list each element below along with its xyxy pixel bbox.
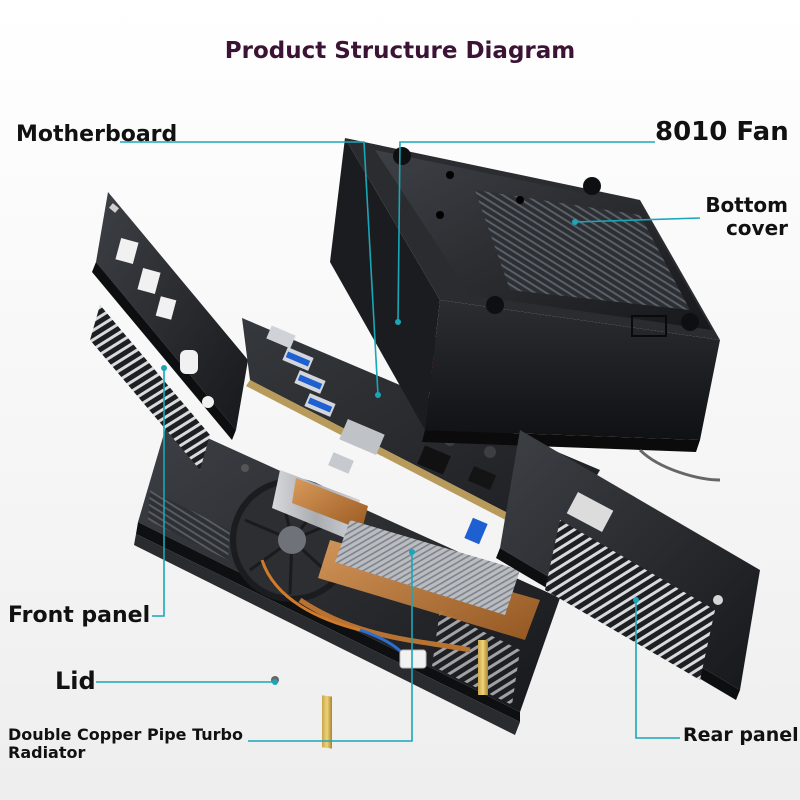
label-lid: Lid	[55, 667, 96, 695]
leader-fan	[397, 141, 655, 323]
label-bottom-cover-line1: Bottom	[705, 193, 788, 217]
label-radiator-line2: Radiator	[8, 743, 86, 763]
leader-radiator	[248, 552, 413, 742]
leader-bottom-cover	[574, 217, 701, 223]
label-rear-panel: Rear panel	[683, 724, 799, 746]
label-radiator-line1: Double Copper Pipe Turbo	[8, 725, 243, 744]
label-bottom-cover-line2: cover	[725, 216, 788, 240]
diagram-title: Product Structure Diagram	[224, 38, 576, 64]
radiator-part	[230, 470, 540, 669]
leader-lines	[96, 141, 701, 742]
leader-rear-panel	[635, 600, 680, 739]
label-motherboard: Motherboard	[16, 122, 178, 147]
label-bottom-cover: Bottom cover	[705, 194, 788, 240]
rear-panel-part	[496, 430, 760, 700]
front-panel-part	[90, 192, 248, 470]
bottom-cover-part	[330, 138, 721, 482]
leader-motherboard	[120, 141, 379, 396]
label-radiator: Double Copper Pipe Turbo Radiator	[8, 725, 243, 763]
leader-front-panel	[152, 368, 165, 617]
label-8010-fan: 8010 Fan	[655, 117, 789, 147]
label-front-panel: Front panel	[8, 603, 151, 628]
